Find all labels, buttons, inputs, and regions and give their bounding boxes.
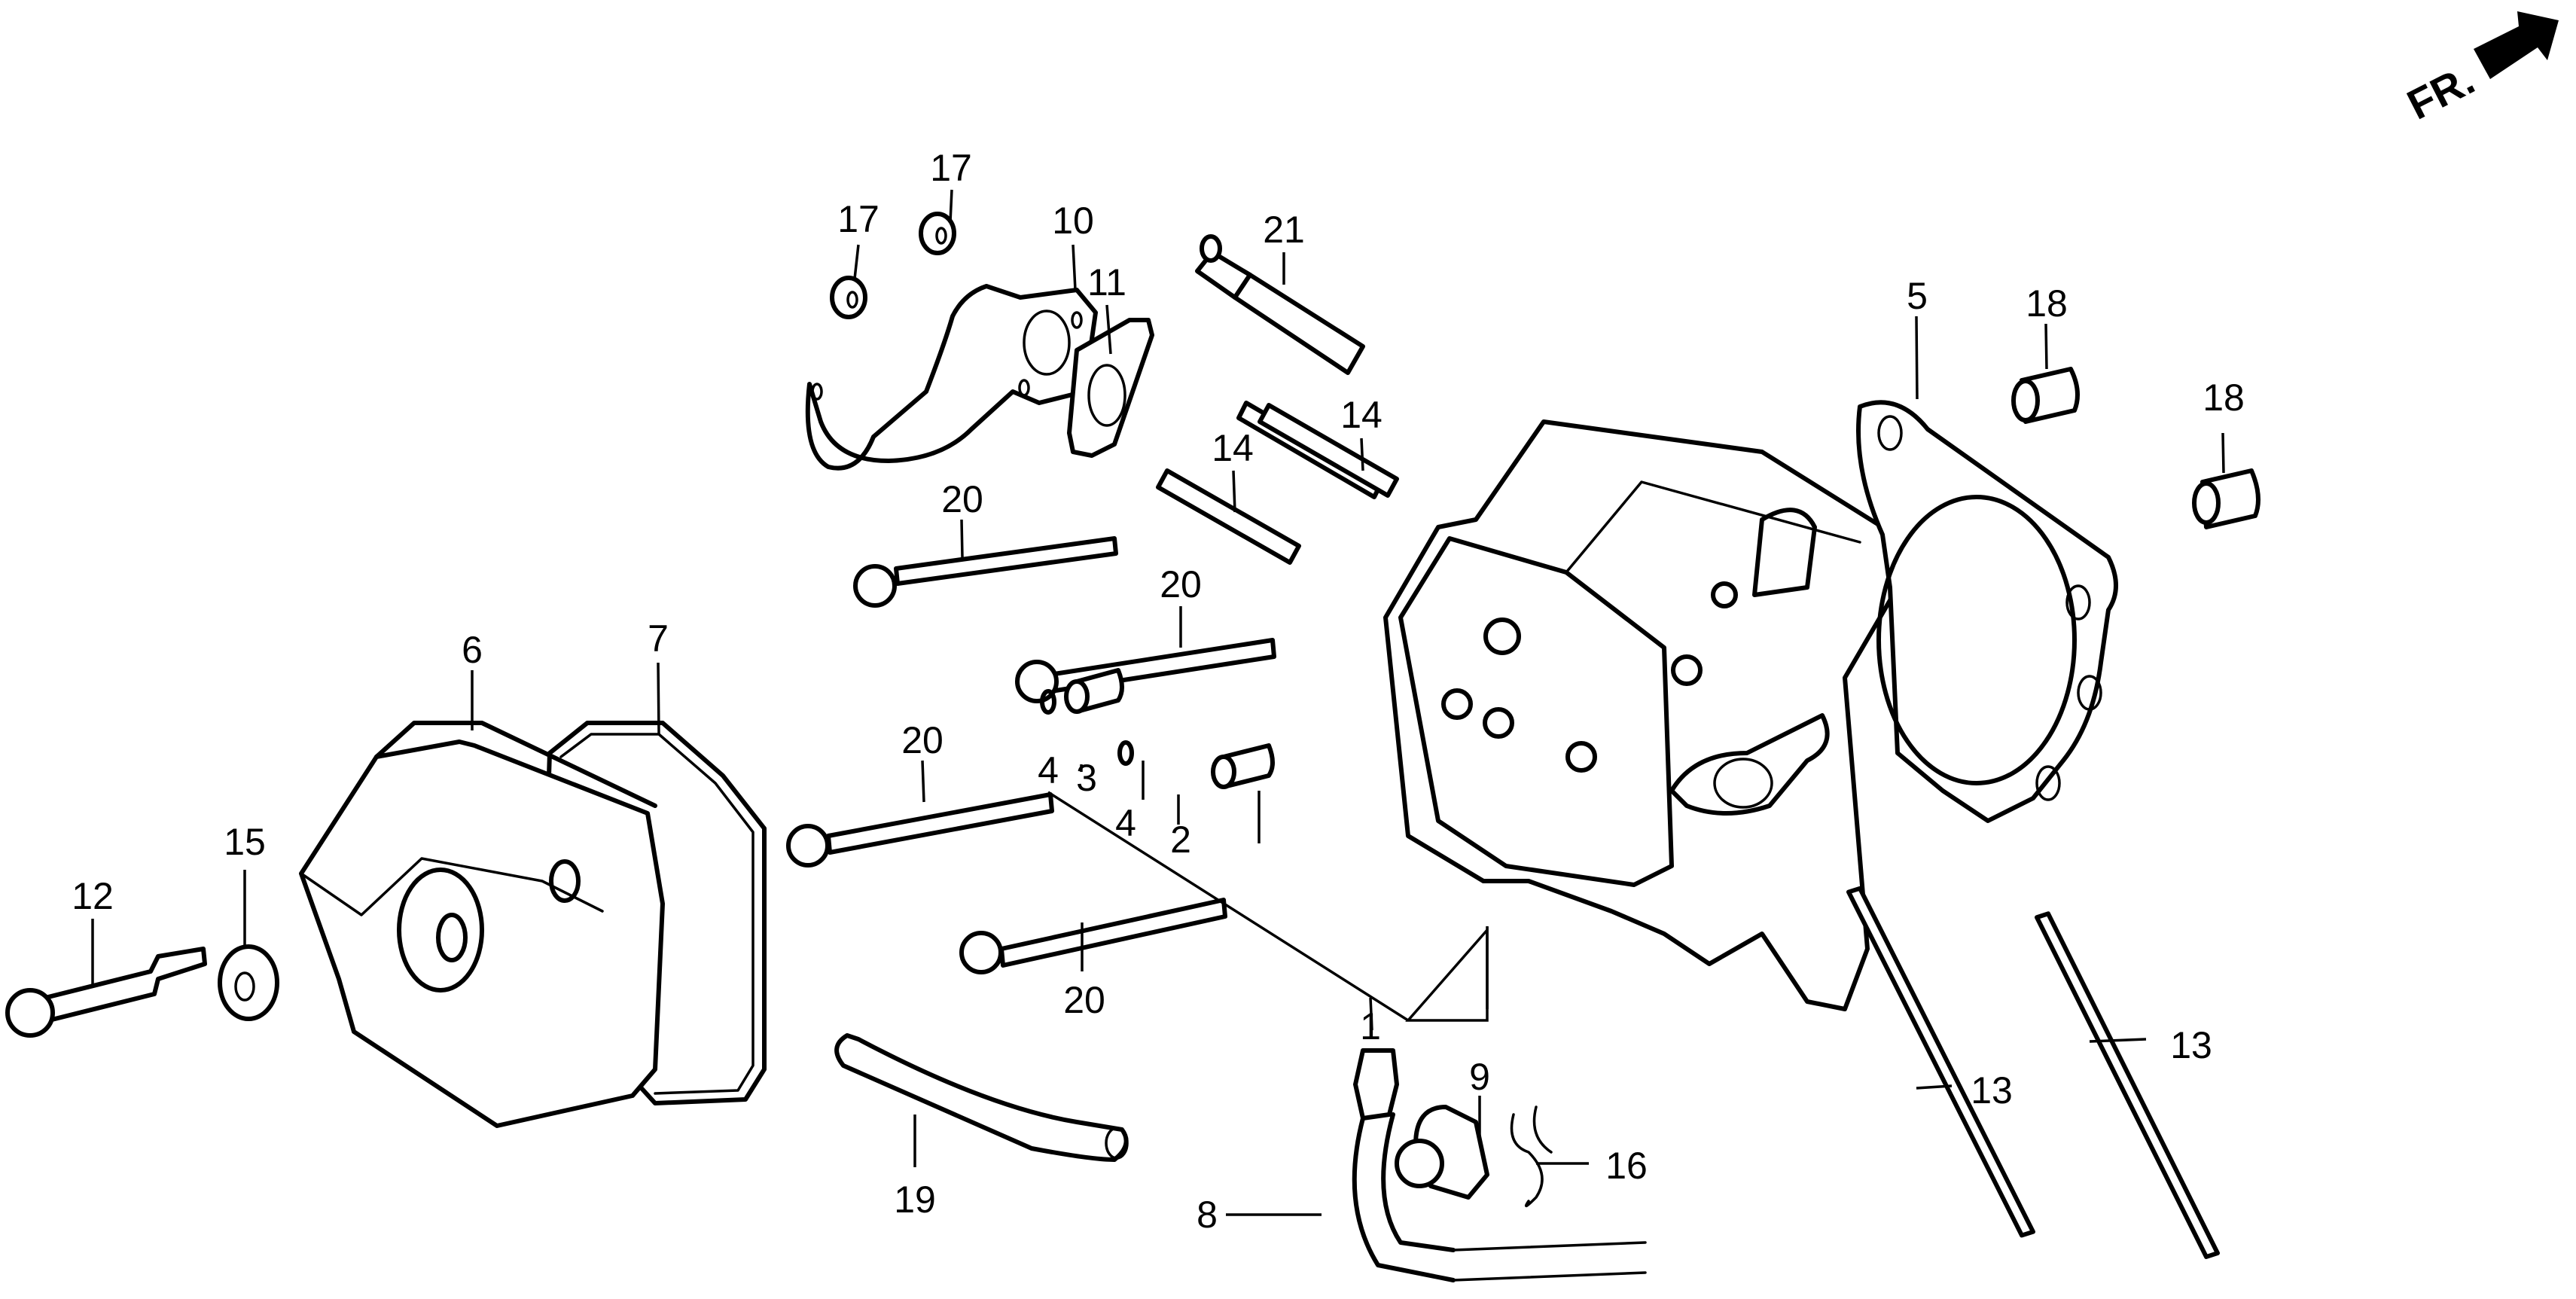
callout-2[interactable]: 2 [1170, 819, 1191, 861]
callouts: 17 17 10 11 21 14 14 20 20 20 20 4 3 4 2… [72, 147, 2245, 1236]
part-8-temperature-sensor[interactable] [1352, 1048, 1647, 1282]
part-9-sensor-cap[interactable] [1395, 1105, 1489, 1200]
callout-10[interactable]: 10 [1052, 200, 1094, 242]
callout-13[interactable]: 13 [1971, 1069, 2013, 1111]
callout-19[interactable]: 19 [894, 1179, 936, 1221]
callout-20[interactable]: 20 [941, 478, 983, 520]
callout-4[interactable]: 4 [1038, 749, 1059, 791]
part-19-breather-tube[interactable] [834, 1033, 1129, 1162]
callout-6[interactable]: 6 [462, 629, 483, 671]
part-14-stud-b[interactable] [1156, 403, 1399, 565]
callout-18[interactable]: 18 [2203, 377, 2245, 419]
callout-4[interactable]: 4 [1115, 802, 1136, 844]
callout-3[interactable]: 3 [1076, 757, 1097, 799]
part-4-o-ring-b[interactable] [1117, 740, 1134, 766]
part-3-dowel[interactable] [1064, 668, 1124, 714]
front-label: FR. [2400, 56, 2482, 129]
callout-18[interactable]: 18 [2026, 282, 2068, 325]
callout-14[interactable]: 14 [1212, 427, 1254, 469]
callout-12[interactable]: 12 [72, 875, 114, 917]
callout-11[interactable]: 11 [1087, 261, 1126, 303]
callout-13[interactable]: 13 [2170, 1024, 2212, 1066]
part-11-gasket[interactable] [1067, 318, 1154, 458]
front-direction-arrow-icon [2474, 11, 2559, 79]
callout-20[interactable]: 20 [1160, 563, 1202, 605]
callout-15[interactable]: 15 [224, 821, 266, 863]
part-10-exhaust-pipe[interactable] [805, 284, 1098, 471]
part-2-dowel[interactable] [1211, 743, 1275, 789]
front-direction-indicator: FR. [2400, 11, 2559, 129]
part-15-washer[interactable] [218, 944, 279, 1021]
part-20-bolt-d[interactable] [959, 898, 1227, 974]
callout-17[interactable]: 17 [837, 198, 879, 240]
part-20-bolt-a[interactable] [853, 536, 1118, 608]
part-20-bolt-b[interactable] [1015, 638, 1276, 703]
part-1-cylinder-head[interactable] [1383, 419, 1900, 1011]
callout-20[interactable]: 20 [1063, 979, 1105, 1021]
callout-1[interactable]: 1 [1360, 1005, 1381, 1047]
callout-16[interactable]: 16 [1605, 1145, 1648, 1187]
callout-14[interactable]: 14 [1340, 394, 1383, 436]
part-4-o-ring-a[interactable] [1040, 689, 1056, 715]
callout-8[interactable]: 8 [1197, 1194, 1218, 1236]
callout-17[interactable]: 17 [930, 147, 972, 189]
part-6-head-cover[interactable] [299, 721, 665, 1128]
callout-5[interactable]: 5 [1907, 275, 1928, 317]
part-21-spark-plug[interactable] [1195, 234, 1365, 375]
part-13-stud-a[interactable] [1846, 886, 2035, 1238]
callout-20[interactable]: 20 [901, 719, 944, 761]
callout-21[interactable]: 21 [1263, 209, 1305, 251]
part-17-nut-a[interactable] [830, 276, 867, 319]
callout-7[interactable]: 7 [648, 617, 669, 660]
part-13-stud-b[interactable] [2035, 911, 2220, 1259]
part-5-head-gasket[interactable] [1856, 400, 2118, 823]
part-12-bolt[interactable] [5, 947, 207, 1038]
part-17-nut-b[interactable] [919, 212, 956, 255]
callout-9[interactable]: 9 [1469, 1056, 1490, 1098]
part-18-dowel-a[interactable] [2011, 367, 2080, 424]
leader-lines [91, 189, 2225, 1216]
part-18-dowel-b[interactable] [2192, 468, 2260, 529]
part-20-bolt-c[interactable] [786, 792, 1054, 868]
part-16-wire-clip[interactable] [1510, 1105, 1553, 1208]
